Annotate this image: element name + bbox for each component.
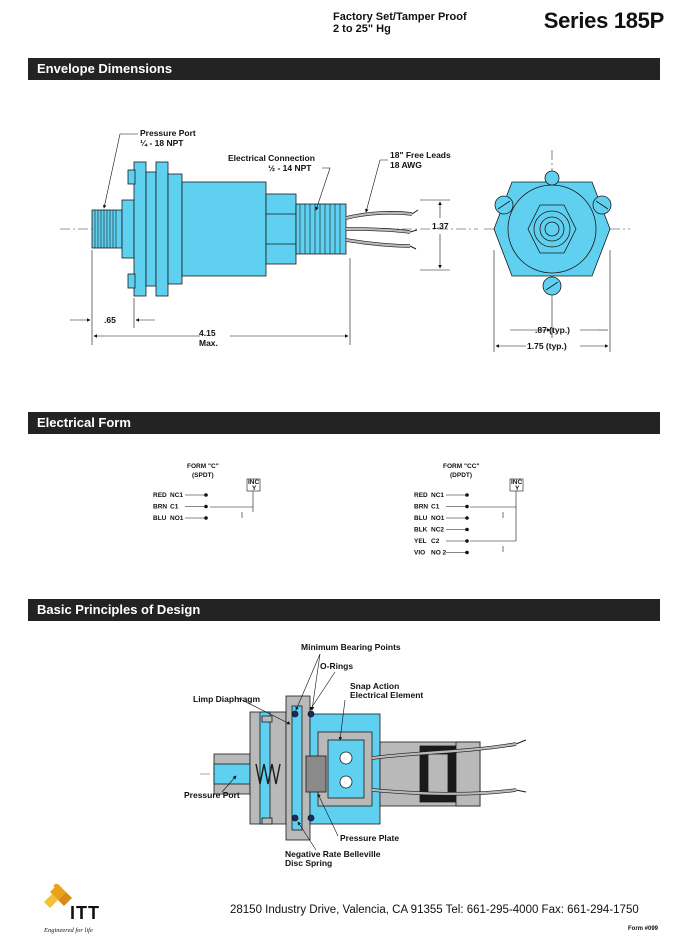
form-c-wire-color: BLU — [153, 515, 167, 522]
form-cc-y: Y — [515, 485, 520, 492]
form-c-inc: INC — [248, 479, 260, 486]
form-c-subtitle: (SPDT) — [192, 472, 214, 479]
form-cc-wire-color: RED — [414, 492, 428, 499]
free-leads-label-1: 18" Free Leads — [390, 150, 451, 160]
form-c-contact-dot — [204, 504, 208, 509]
form-cc-wire-color: BLK — [414, 527, 428, 534]
form-cc-terminal: NC2 — [431, 527, 444, 534]
cutaway-leaders — [221, 653, 346, 851]
pressure-port-label-2: ¼ - 18 NPT — [140, 138, 184, 148]
section-bar-envelope: Envelope Dimensions — [28, 58, 660, 80]
form-cc-contact-dot — [465, 550, 469, 555]
form-cc-subtitle: (DPDT) — [450, 472, 472, 479]
pressure-plate-label: Pressure Plate — [340, 833, 399, 843]
form-c-y: Y — [252, 485, 257, 492]
form-cc-wire-color: BRN — [414, 504, 428, 511]
form-cc-terminal: C2 — [431, 538, 440, 545]
electrical-connection-label-2: ½ - 14 NPT — [268, 163, 312, 173]
footer-address: 28150 Industry Drive, Valencia, CA 91355… — [230, 904, 639, 916]
snap-action-label-1: Snap Action — [350, 681, 399, 691]
form-cc-inc: INC — [511, 479, 523, 486]
end-view-dimensions — [493, 250, 611, 352]
side-view-drawing — [60, 161, 478, 297]
min-bearing-label: Minimum Bearing Points — [301, 642, 401, 652]
form-c-terminal: NO1 — [170, 515, 184, 522]
form-c-terminal: C1 — [170, 504, 179, 511]
limp-diaphragm-label: Limp Diaphragm — [193, 694, 261, 704]
form-c-contact-dot — [204, 493, 208, 497]
form-cc-contact-dot — [465, 539, 469, 543]
pressure-port-label-1: Pressure Port — [140, 128, 196, 138]
form-cc-terminal: C1 — [431, 504, 440, 511]
dim-port-65: .65 — [104, 315, 116, 325]
itt-logo-mark — [44, 883, 72, 908]
header-subtitle: Factory Set/Tamper Proof 2 to 25" Hg — [333, 11, 467, 35]
itt-logo-text: ITT — [70, 903, 100, 923]
form-cc-wire-color: VIO — [414, 550, 425, 557]
form-cc-contact-dot — [465, 527, 469, 532]
belleville-label-2: Disc Spring — [285, 858, 332, 868]
form-c-wire-color: RED — [153, 492, 167, 499]
cutaway-drawing — [200, 695, 527, 841]
form-cc-terminal: NC1 — [431, 492, 444, 499]
dim-width-87: .87 (typ.) — [535, 325, 570, 335]
belleville-label-1: Negative Rate Belleville — [285, 849, 381, 859]
form-cc-contact-dot — [465, 493, 469, 497]
dim-height-137: 1.37 — [432, 221, 449, 231]
form-c-contact-dot — [204, 516, 208, 520]
form-c-wire-color: BRN — [153, 504, 167, 511]
end-view-drawing — [484, 150, 630, 300]
header-subtitle-line2: 2 to 25" Hg — [333, 23, 391, 35]
form-c-terminal: NC1 — [170, 492, 183, 499]
form-cc-title: FORM "CC" — [443, 463, 480, 470]
snap-action-label-2: Electrical Element — [350, 690, 423, 700]
dim-length-max: Max. — [199, 338, 218, 348]
form-cc-contact-dot — [465, 516, 469, 520]
itt-tagline: Engineered for life — [44, 927, 93, 934]
pressure-port-label: Pressure Port — [184, 790, 240, 800]
form-cc-wire-color: BLU — [414, 515, 428, 522]
form-c-title: FORM "C" — [187, 463, 219, 470]
form-cc-wire-color: YEL — [414, 538, 427, 545]
free-leads-label-2: 18 AWG — [390, 160, 422, 170]
section-bar-principles: Basic Principles of Design — [28, 599, 660, 621]
form-cc-terminal: NO 2 — [431, 550, 447, 557]
dim-width-175: 1.75 (typ.) — [527, 341, 567, 351]
form-cc-contact-dot — [465, 504, 469, 509]
section-bar-electrical: Electrical Form — [28, 412, 660, 434]
dim-length-415: 4.15 — [199, 328, 216, 338]
form-number: Form #099 — [628, 926, 659, 932]
electrical-connection-label-1: Electrical Connection — [228, 153, 315, 163]
side-view-dimensions — [70, 133, 450, 345]
series-title: Series 185P — [543, 8, 665, 33]
orings-label: O-Rings — [320, 661, 353, 671]
header-subtitle-line1: Factory Set/Tamper Proof — [333, 11, 467, 23]
form-cc-terminal: NO1 — [431, 515, 445, 522]
